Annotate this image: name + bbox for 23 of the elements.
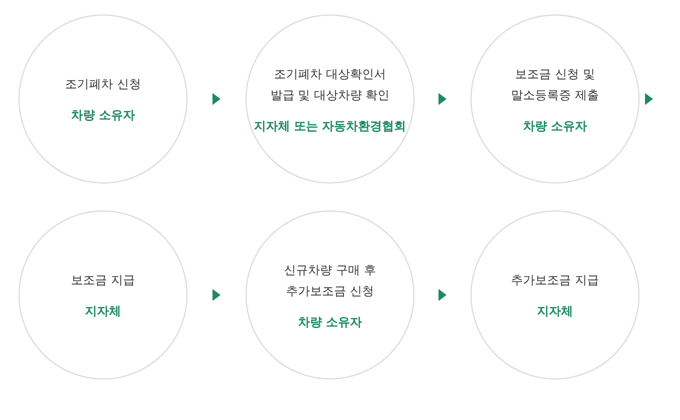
arrow — [212, 289, 220, 301]
actor-text: 지자체 또는 자동차환경협회 — [254, 118, 406, 134]
step-text: 추가보조금 지급 — [510, 272, 600, 289]
step-circle — [245, 14, 415, 184]
step-circle — [470, 14, 640, 184]
step-text: 보조금 지급 — [70, 272, 136, 289]
step-circle — [245, 210, 415, 380]
step-circle — [470, 210, 640, 380]
arrow — [645, 93, 653, 105]
step-circle — [18, 14, 188, 184]
step-circle — [18, 210, 188, 380]
arrow — [212, 93, 220, 105]
actor-text: 지자체 — [85, 303, 121, 320]
arrow — [438, 289, 446, 301]
actor-text: 차량 소유자 — [298, 314, 362, 330]
arrow — [438, 93, 446, 105]
actor-text: 차량 소유자 — [70, 107, 136, 124]
step-text: 조기폐차 신청 — [64, 76, 142, 93]
actor-text: 차량 소유자 — [522, 118, 588, 134]
step-text: 조기폐차 대상확인서 발급 및 대상차량 확인 — [269, 66, 391, 104]
step-text: 보조금 신청 및 말소등록증 제출 — [510, 66, 600, 104]
step-text: 신규차량 구매 후 추가보조금 신청 — [283, 262, 377, 300]
actor-text: 지자체 — [537, 303, 573, 320]
